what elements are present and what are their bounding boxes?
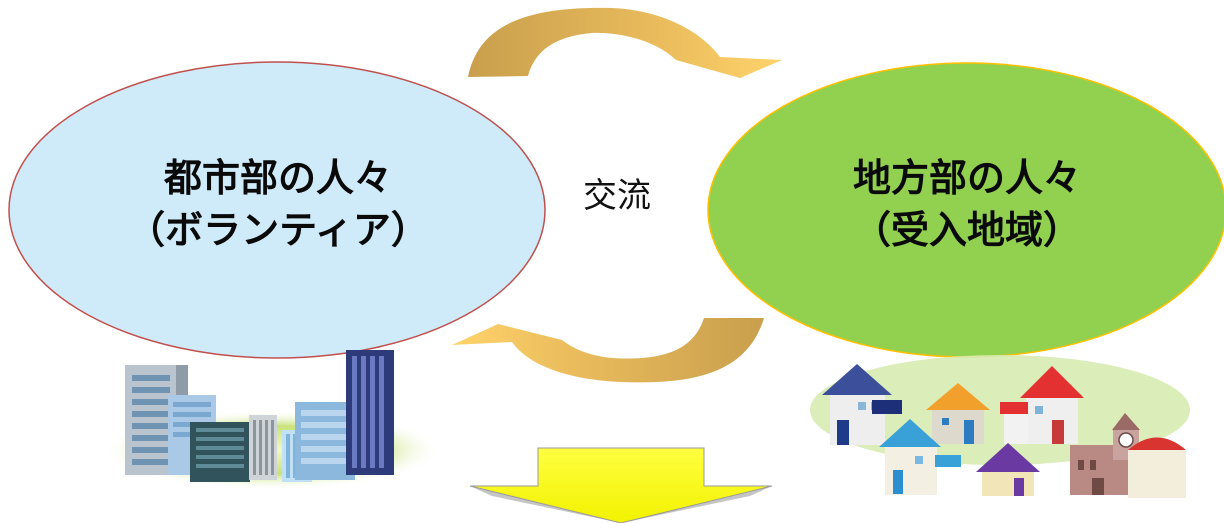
urban-name: 都市部の人々 xyxy=(163,156,392,200)
rural-role: （受入地域） xyxy=(852,208,1081,252)
bottom-curved-arrow xyxy=(452,318,764,383)
down-arrow xyxy=(469,447,773,523)
exchange-label: 交流 xyxy=(583,176,651,216)
rural-name: 地方部の人々 xyxy=(852,156,1081,200)
office-buildings-icon xyxy=(102,350,442,490)
urban-role: （ボランティア） xyxy=(127,208,429,252)
urban-people-ellipse xyxy=(8,61,546,359)
top-curved-arrow xyxy=(468,7,782,78)
rural-label: 地方部の人々 （受入地域） xyxy=(760,152,1174,256)
urban-label: 都市部の人々 （ボランティア） xyxy=(60,152,496,256)
village-houses-icon xyxy=(810,355,1190,498)
